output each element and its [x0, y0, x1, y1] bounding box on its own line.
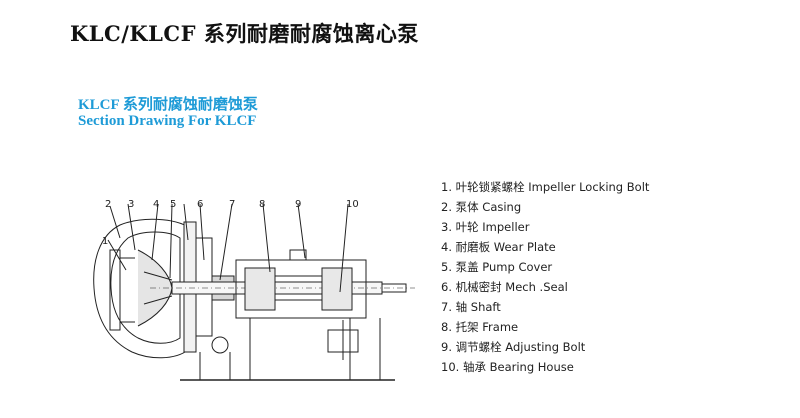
callout-3: 3: [128, 199, 135, 210]
callout-10: 10: [346, 199, 359, 210]
callout-7: 7: [229, 199, 236, 210]
part-item: 9. 调节螺栓 Adjusting Bolt: [441, 340, 586, 354]
callout-1: 1: [102, 236, 109, 247]
part-item: 1. 叶轮锁紧螺栓 Impeller Locking Bolt: [441, 180, 650, 194]
callout-5: 5: [170, 199, 177, 210]
part-item: 5. 泵盖 Pump Cover: [441, 260, 553, 274]
page-title: KLC/KLCF 系列耐磨耐腐蚀离心泵: [70, 21, 419, 46]
callout-6: 6: [197, 199, 204, 210]
part-item: 2. 泵体 Casing: [441, 200, 522, 214]
part-item: 8. 托架 Frame: [441, 320, 519, 334]
parts-list: 1. 叶轮锁紧螺栓 Impeller Locking Bolt 2. 泵体 Ca…: [441, 177, 649, 377]
part-item: 4. 耐磨板 Wear Plate: [441, 240, 556, 254]
callout-4: 4: [153, 199, 160, 210]
callout-8: 8: [259, 199, 266, 210]
section-title-en: Section Drawing For KLCF: [78, 113, 257, 129]
section-drawing: [93, 203, 415, 381]
section-title-cn: KLCF 系列耐腐蚀耐磨蚀泵: [78, 97, 258, 113]
part-item: 7. 轴 Shaft: [441, 300, 501, 314]
part-item: 3. 叶轮 Impeller: [441, 220, 530, 234]
callout-9: 9: [295, 199, 302, 210]
part-item: 6. 机械密封 Mech .Seal: [441, 280, 568, 294]
callout-2: 2: [105, 199, 112, 210]
part-item: 10. 轴承 Bearing House: [441, 360, 574, 374]
